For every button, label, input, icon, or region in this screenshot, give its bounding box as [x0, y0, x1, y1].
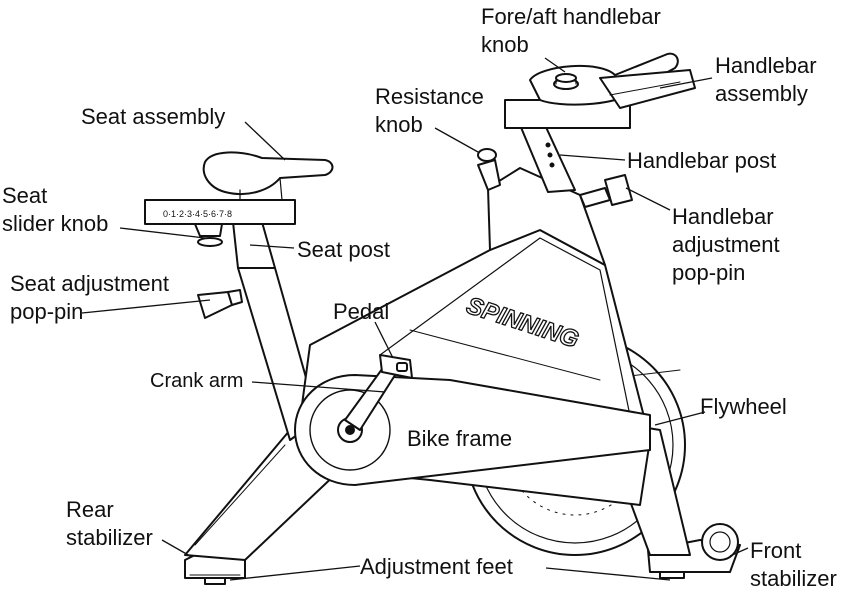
handlebar-assembly-part [504, 52, 696, 129]
label-rear-stabilizer: Rear stabilizer [66, 497, 153, 550]
chain-guard [294, 374, 651, 486]
label-flywheel: Flywheel [700, 394, 787, 419]
label-seat-adjustment-pop-pin: Seat adjustment pop-pin [10, 271, 169, 324]
handlebar-post-part [487, 167, 606, 266]
label-bike-frame: Bike frame [407, 426, 513, 451]
label-resistance-knob: Resistance knob [375, 84, 484, 137]
label-seat-assembly: Seat assembly [81, 104, 226, 129]
label-handlebar-adjustment-pop-pin: Handlebar adjustment pop-pin [672, 204, 780, 285]
label-seat-post: Seat post [297, 237, 390, 262]
label-fore-aft-handlebar-knob: Fore/aft handlebar knob [481, 4, 661, 57]
seat-pop-pin-part [197, 289, 243, 319]
handlebar-pop-pin-part [579, 174, 633, 208]
leader-lines [81, 57, 749, 581]
seat-part [202, 151, 334, 201]
label-handlebar-assembly: Handlebar assembly [715, 53, 817, 106]
label-handlebar-post: Handlebar post [627, 148, 777, 173]
seat-scale: 0·1·2·3·4·5·6·7·8 [163, 209, 232, 219]
label-adjustment-feet: Adjustment feet [360, 554, 513, 579]
label-seat-slider-knob: Seat slider knob [2, 183, 109, 236]
label-crank-arm: Crank arm [150, 370, 244, 392]
label-pedal: Pedal [333, 299, 390, 324]
label-front-stabilizer: Front stabilizer [750, 538, 837, 591]
resistance-knob-part [477, 148, 501, 191]
